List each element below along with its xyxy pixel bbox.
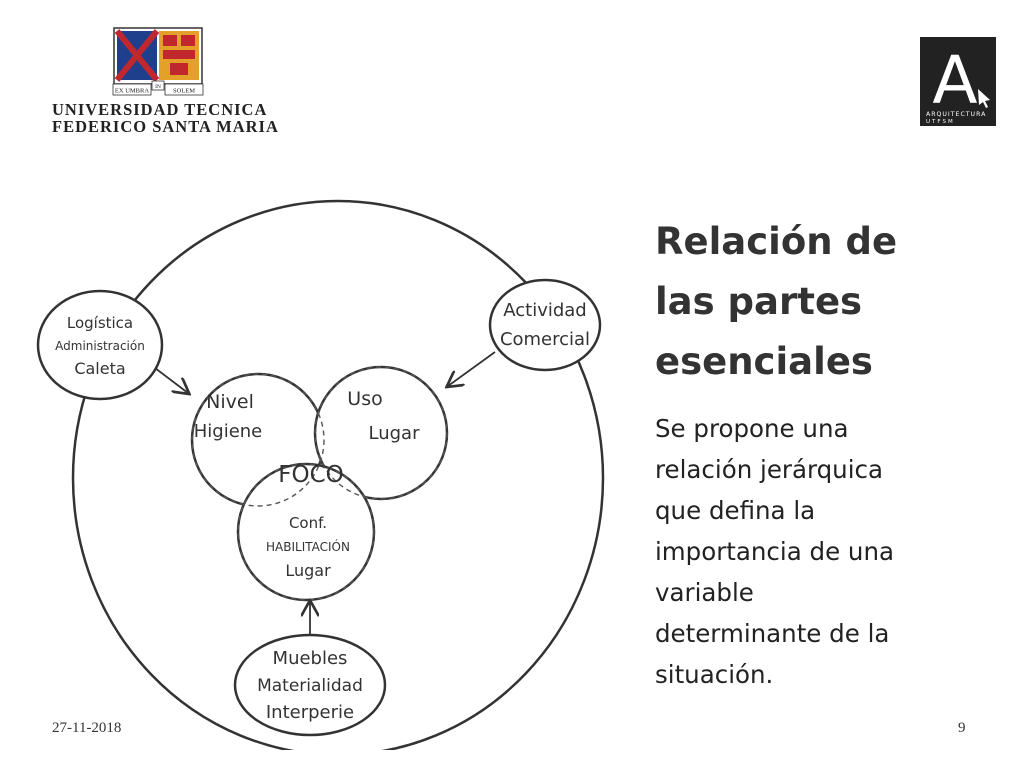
body-line-2: relación jerárquica xyxy=(655,455,883,484)
slide-title-line3: esenciales xyxy=(655,340,873,383)
slide-body-text: Se propone una relación jerárquica que d… xyxy=(655,408,995,695)
slide-title: Relación de las partes esenciales xyxy=(655,212,1015,392)
label-interperie: Interperie xyxy=(266,702,354,723)
label-logistica: Logística xyxy=(67,314,133,332)
crest-motto-right: SOLEM xyxy=(173,88,195,95)
slide-title-line2: las partes xyxy=(655,280,863,323)
label-comercial: Comercial xyxy=(500,329,590,350)
university-crest-icon: EX UMBRA IN SOLEM xyxy=(112,27,204,96)
label-lugar-bottom: Lugar xyxy=(285,561,331,580)
label-administracion: Administración xyxy=(55,339,145,353)
arrow-logistica-to-foco xyxy=(154,367,188,393)
page-number: 9 xyxy=(958,720,966,736)
label-foco: FOCO xyxy=(278,462,344,488)
arquitectura-logo-line1: ARQUITECTURA xyxy=(926,111,986,118)
label-caleta: Caleta xyxy=(74,359,125,378)
university-name-line1: UNIVERSIDAD TECNICA xyxy=(52,100,268,119)
body-line-7: situación. xyxy=(655,660,774,689)
label-habilitacion: HABILITACIÓN xyxy=(266,539,350,554)
crest-motto-center: IN xyxy=(155,84,161,90)
overlap-dashed-left xyxy=(191,373,325,507)
slide-title-line1: Relación de xyxy=(655,220,898,263)
body-line-3: que defina la xyxy=(655,496,816,525)
outer-circle xyxy=(71,199,605,750)
crest-motto-left: EX UMBRA xyxy=(115,88,149,95)
university-name-line2: FEDERICO SANTA MARIA xyxy=(52,117,279,136)
label-muebles: Muebles xyxy=(273,648,348,669)
arquitectura-logo: A ARQUITECTURA UTFSM xyxy=(920,37,996,126)
overlap-dashed-right xyxy=(314,366,448,500)
arquitectura-logo-line2: UTFSM xyxy=(926,119,955,125)
label-materialidad: Materialidad xyxy=(257,676,363,696)
circle-logistica xyxy=(36,289,164,401)
body-line-5: variable xyxy=(655,578,754,607)
label-nivel: Nivel xyxy=(206,391,254,413)
body-line-4: importancia de una xyxy=(655,537,894,566)
circle-muebles xyxy=(233,633,387,737)
label-actividad: Actividad xyxy=(503,300,587,321)
cursor-arrow-icon xyxy=(978,89,990,108)
university-name: UNIVERSIDAD TECNICA FEDERICO SANTA MARIA xyxy=(52,101,279,135)
footer-date: 27-11-2018 xyxy=(52,720,122,736)
relationship-diagram: Logística Administración Caleta Activida… xyxy=(36,199,605,750)
label-lugar: Lugar xyxy=(369,423,421,444)
body-line-6: determinante de la xyxy=(655,619,890,648)
arrow-actividad-to-foco xyxy=(448,351,496,386)
overlap-dashed-bottom xyxy=(237,463,375,601)
label-conf: Conf. xyxy=(289,514,327,532)
arquitectura-logo-letter: A xyxy=(932,42,977,119)
label-uso: Uso xyxy=(347,388,382,410)
circle-actividad xyxy=(488,278,602,372)
label-higiene: Higiene xyxy=(194,421,263,442)
body-line-1: Se propone una xyxy=(655,414,849,443)
